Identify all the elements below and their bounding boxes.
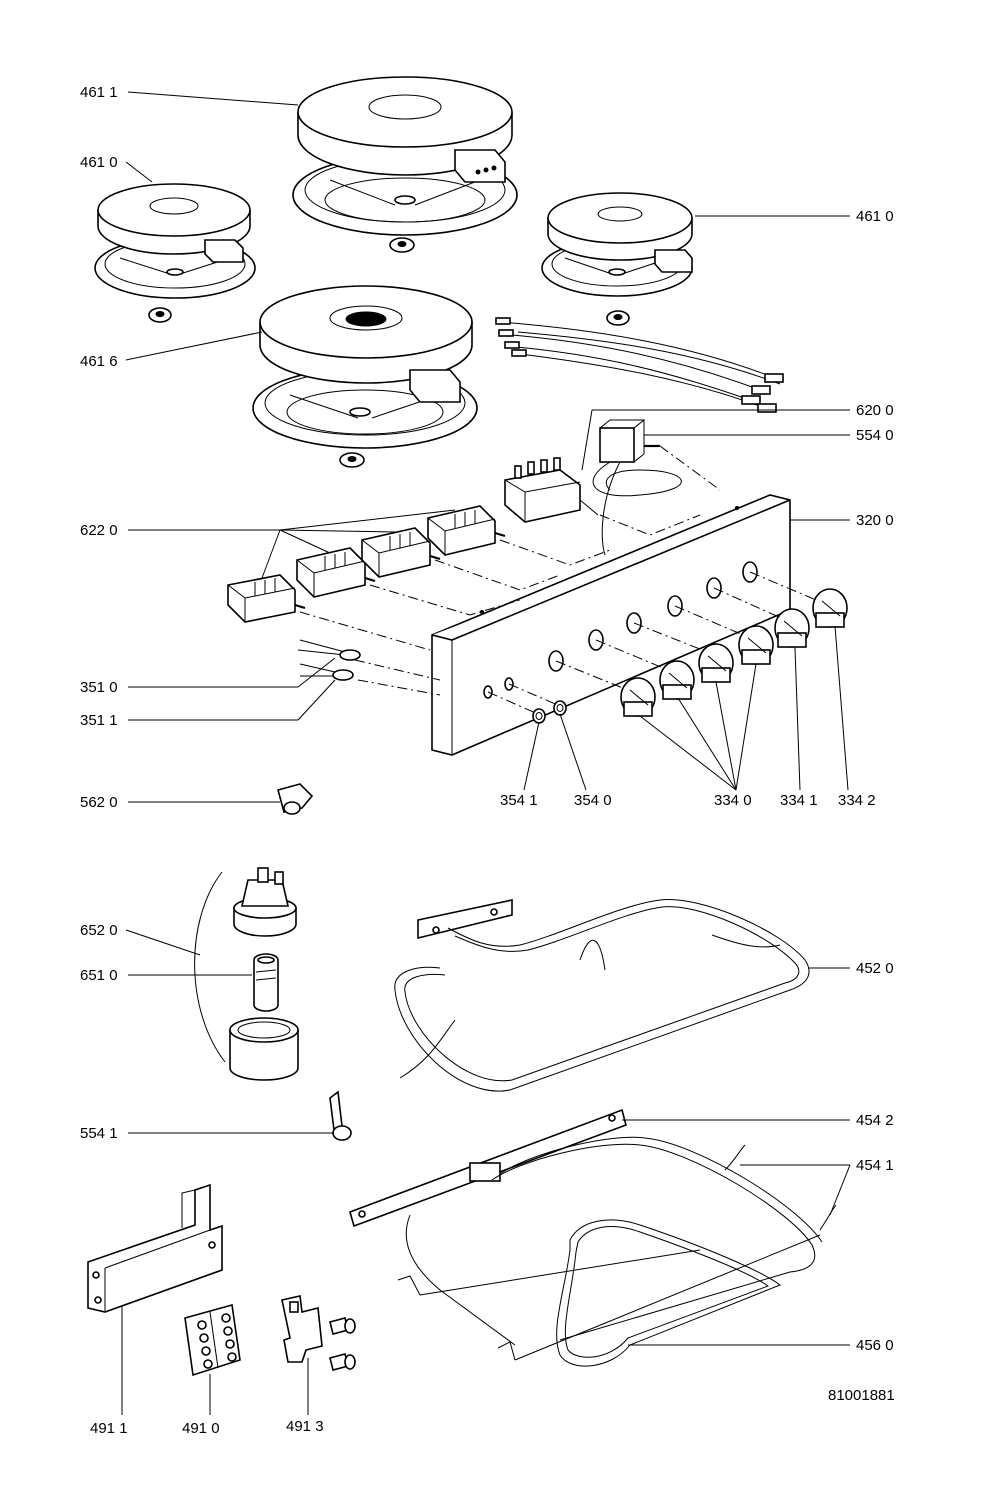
hotplate-461-6	[252, 285, 478, 468]
label-651-0: 651 0	[80, 967, 118, 984]
label-351-0: 351 0	[80, 679, 118, 696]
switch-622-0-a	[227, 574, 306, 623]
label-620-0: 620 0	[856, 402, 894, 419]
label-491-1: 491 1	[90, 1420, 128, 1437]
label-562-0: 562 0	[80, 794, 118, 811]
assembly-lines	[299, 445, 829, 716]
clip-554-1	[329, 1090, 352, 1141]
label-320-0: 320 0	[856, 512, 894, 529]
hotplate-461-0-right	[541, 192, 693, 326]
switch-622-0-b	[296, 547, 376, 598]
heating-element-452-0	[394, 899, 810, 1092]
label-454-1: 454 1	[856, 1157, 894, 1174]
drawing-number: 81001881	[828, 1387, 895, 1404]
label-491-3: 491 3	[286, 1418, 324, 1435]
label-622-0: 622 0	[80, 522, 118, 539]
label-334-0: 334 0	[714, 792, 752, 809]
label-554-0: 554 0	[856, 427, 894, 444]
oven-lamp-assembly	[194, 867, 299, 1081]
switch-block-620-0	[504, 457, 599, 523]
thermostat-554-0	[592, 419, 682, 556]
label-452-0: 452 0	[856, 960, 894, 977]
leader-lines	[121, 91, 851, 1415]
label-461-0-right: 461 0	[856, 208, 894, 225]
lamp-holders-354	[532, 700, 567, 724]
label-334-1: 334 1	[780, 792, 818, 809]
label-354-1: 354 1	[500, 792, 538, 809]
label-554-1: 554 1	[80, 1125, 118, 1142]
hotplate-461-0-left	[94, 183, 256, 323]
label-461-0-left: 461 0	[80, 154, 118, 171]
terminal-block-491-0	[184, 1303, 241, 1377]
label-461-1: 461 1	[80, 84, 118, 101]
switch-622-0-c	[361, 527, 441, 578]
hotplate-461-1	[292, 76, 518, 253]
clip-562-0	[277, 783, 314, 815]
clip-491-3	[281, 1295, 356, 1371]
indicator-lamps-351	[297, 639, 361, 681]
label-354-0: 354 0	[574, 792, 612, 809]
label-461-6: 461 6	[80, 353, 118, 370]
wire-harness	[495, 317, 784, 413]
label-454-2: 454 2	[856, 1112, 894, 1129]
label-334-2: 334 2	[838, 792, 876, 809]
label-652-0: 652 0	[80, 922, 118, 939]
label-351-1: 351 1	[80, 712, 118, 729]
bracket-454-2	[349, 1108, 627, 1228]
heating-element-456-0	[556, 1219, 782, 1367]
label-491-0: 491 0	[182, 1420, 220, 1437]
switch-622-0-d	[427, 505, 506, 556]
label-456-0: 456 0	[856, 1337, 894, 1354]
bracket-491-1	[87, 1183, 223, 1313]
control-knobs-334	[620, 588, 848, 717]
